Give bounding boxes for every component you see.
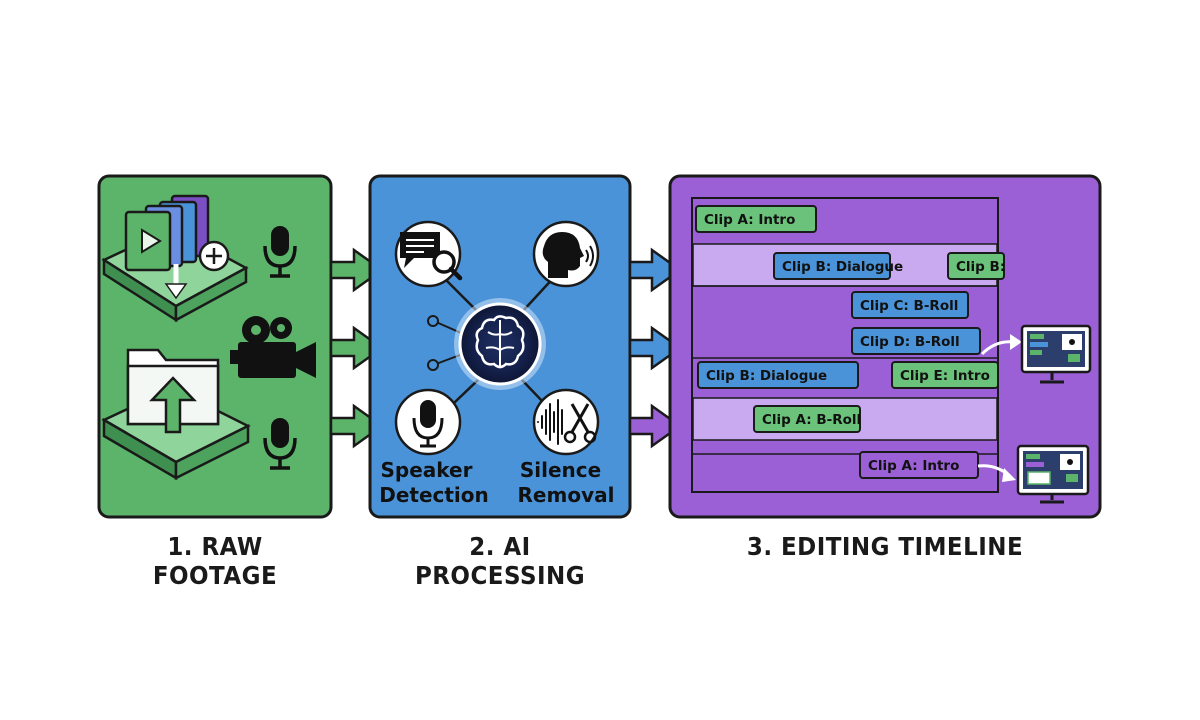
timeline-clip[interactable]: [851, 291, 969, 319]
arrow-icon: [980, 334, 1022, 356]
ai-brain-icon: [454, 298, 546, 390]
timeline-clip[interactable]: [773, 252, 891, 280]
timeline-clip-label: Clip B: Dialogue: [782, 259, 903, 275]
timeline-clip-label: Clip C: B-Roll: [860, 298, 958, 314]
ai-processing-panel: Speaker Detection Silence Removal: [368, 174, 632, 519]
timeline-clip[interactable]: [697, 361, 859, 389]
silence-removal-label: Silence Removal: [518, 458, 615, 507]
speaker-detection-label: Speaker Detection: [379, 458, 489, 507]
timeline-clip-label: Clip D: B-Roll: [860, 334, 960, 350]
timeline-clip-label: Clip A: Intro: [704, 212, 795, 228]
raw-footage-panel: [97, 174, 333, 519]
speaker-detection-line-2: Detection: [379, 483, 489, 507]
timeline-clip-label: Clip B:: [956, 259, 1005, 275]
arrow-icon: [329, 247, 385, 293]
arrow-icon: [628, 247, 683, 293]
video-files-icon: [101, 194, 249, 323]
speaker-detection-line-1: Speaker: [381, 458, 473, 482]
timeline-clip-label: Clip B: Dialogue: [706, 368, 827, 384]
timeline-clip-label: Clip A: B-Roll: [762, 412, 861, 428]
timeline-clip[interactable]: [947, 252, 1005, 280]
scissors-waveform-icon: [532, 388, 600, 456]
video-camera-icon: [230, 316, 316, 378]
monitor-icon: [1016, 444, 1090, 504]
timeline-clip[interactable]: [851, 327, 981, 355]
timeline-clip[interactable]: [753, 405, 861, 433]
arrow-icon: [628, 325, 683, 371]
stage-label-raw-footage: 1. RAW FOOTAGE: [152, 532, 278, 590]
timeline-clip[interactable]: [891, 361, 999, 389]
silence-removal-line-2: Removal: [518, 483, 615, 507]
timeline-clip[interactable]: [695, 205, 817, 233]
stage-label-editing-timeline: 3. EDITING TIMELINE: [746, 532, 1024, 561]
chat-search-icon: [394, 220, 463, 288]
stage-label-ai-processing: 2. AI PROCESSING: [414, 532, 586, 590]
timeline-clip-label: Clip A: Intro: [868, 458, 959, 474]
speaking-head-icon: [532, 220, 600, 288]
arrow-icon: [977, 464, 1016, 482]
microphone-icon: [263, 226, 297, 278]
microphone-icon: [263, 418, 297, 470]
arrow-icon: [329, 403, 385, 449]
silence-removal-line-1: Silence: [520, 458, 601, 482]
upload-folder-icon: [101, 348, 251, 481]
timeline-clip-label: Clip E: Intro: [900, 368, 990, 384]
monitor-icon: [1020, 324, 1092, 384]
arrow-icon: [628, 403, 683, 449]
microphone-icon: [394, 388, 462, 456]
arrow-icon: [329, 325, 385, 371]
